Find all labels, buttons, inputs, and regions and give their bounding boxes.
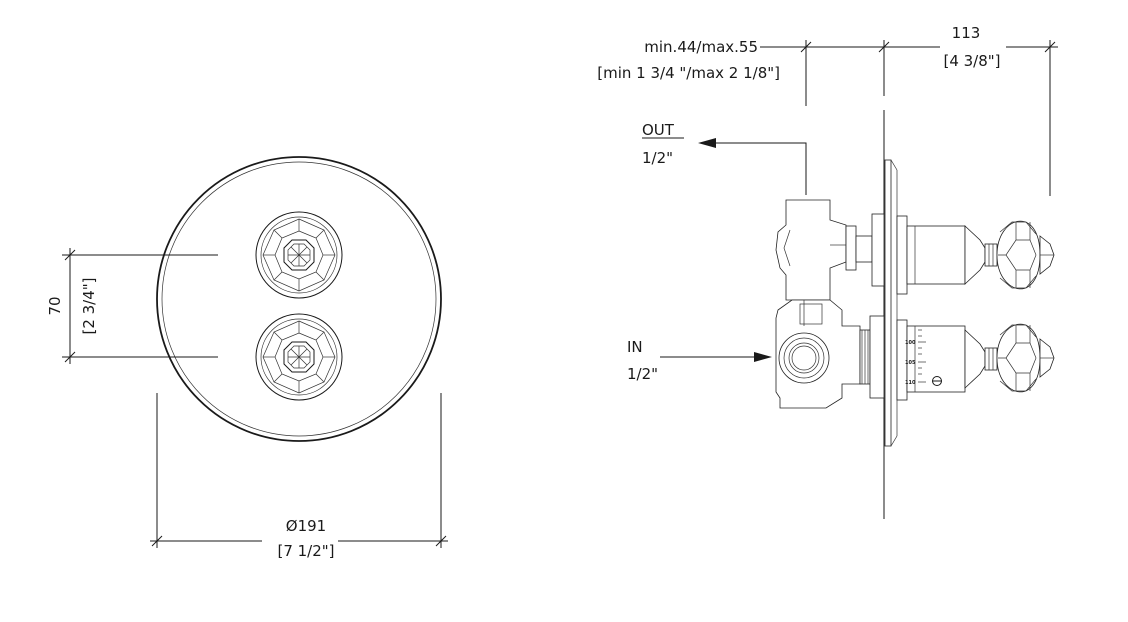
front-view: 70 [2 3/4"] Ø191 [7 1/2"] (46, 156, 448, 560)
depth-in-label: [min 1 3/4 "/max 2 1/8"] (597, 64, 780, 82)
spacing-dimension (62, 248, 218, 364)
outlet-arrow (698, 138, 807, 195)
valve-body-upper (775, 199, 885, 301)
diameter-mm-label: Ø191 (286, 517, 326, 535)
depth-dimension (760, 40, 1058, 196)
inlet-size-label: 1/2" (627, 365, 658, 383)
scale-mark-105: 105 (905, 360, 916, 366)
cover-plate-inner-edge (161, 161, 437, 437)
projection-in-label: [4 3/8"] (943, 52, 1000, 70)
upper-handle-side (896, 215, 1055, 295)
diameter-dimension (150, 393, 448, 552)
spacing-mm-label: 70 (46, 296, 64, 315)
depth-mm-label: min.44/max.55 (644, 38, 758, 56)
side-view: 100 105 110 OUT 1/2" IN 1/2" min.44 (597, 24, 1058, 519)
valve-body-lower (775, 299, 885, 409)
inlet-port (778, 332, 830, 384)
cover-plate-profile (884, 159, 892, 447)
scale-mark-110: 110 (905, 380, 916, 386)
diameter-in-label: [7 1/2"] (277, 542, 334, 560)
inlet-label: IN (627, 338, 643, 356)
lower-crystal-handle (255, 313, 343, 401)
cover-plate (156, 156, 442, 442)
spacing-in-label: [2 3/4"] (80, 277, 98, 334)
lower-handle-side (896, 319, 1055, 401)
projection-mm-label: 113 (952, 24, 981, 42)
inlet-arrow (660, 352, 772, 362)
outlet-size-label: 1/2" (642, 149, 673, 167)
scale-mark-100: 100 (905, 340, 916, 346)
outlet-label: OUT (642, 121, 675, 139)
upper-crystal-handle (255, 211, 343, 299)
